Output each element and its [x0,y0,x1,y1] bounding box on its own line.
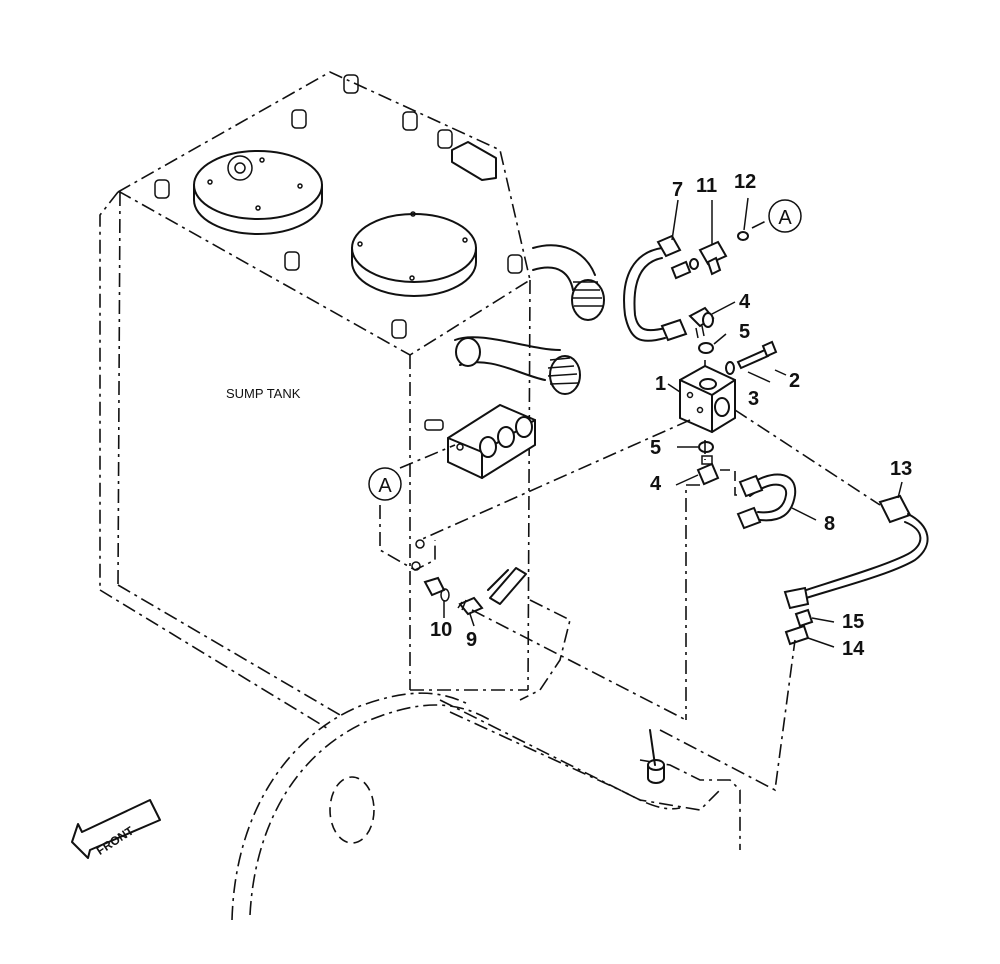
callout-15: 15 [842,611,864,633]
sump-tank [99,71,605,731]
callout-4-lower: 4 [650,473,662,495]
callout-7: 7 [672,179,683,201]
callout-5-lower: 5 [650,437,661,459]
sump-tank-label: SUMP TANK [226,386,301,401]
callout-13: 13 [890,458,912,480]
callout-2: 2 [789,370,800,392]
svg-text:FRONT: FRONT [94,823,137,858]
callout-9: 9 [466,629,477,651]
reference-a-tank: A [368,467,402,501]
reference-a-valve: A [768,199,802,233]
svg-text:A: A [778,207,792,229]
valve-assembly [623,231,929,646]
callout-12: 12 [734,171,756,193]
front-arrow: FRONT [71,799,161,859]
callout-5-upper: 5 [739,321,750,343]
svg-text:A: A [378,475,392,497]
callout-10: 10 [430,619,452,641]
callout-11: 11 [696,175,717,197]
callout-4-upper: 4 [739,291,751,313]
callout-8: 8 [824,513,835,535]
callout-14: 14 [842,638,865,660]
callout-3: 3 [748,388,759,410]
leader-lines [399,197,903,792]
machine-frame [231,599,741,921]
callout-1: 1 [655,373,666,395]
